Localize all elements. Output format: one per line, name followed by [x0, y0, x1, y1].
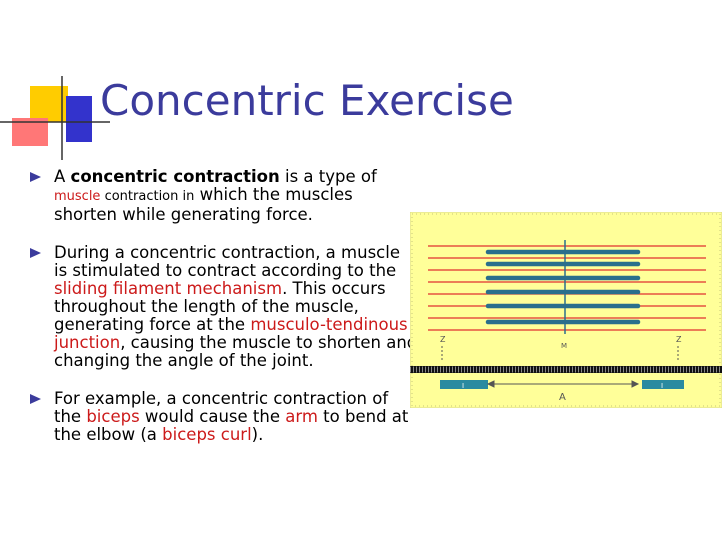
sarcomere-diagram: M Z Z I I A [410, 212, 722, 408]
z-line-right: Z [676, 335, 682, 362]
bullet-2-text-mid: . This occurs throughout the length of t… [54, 279, 386, 334]
bullet-arrow-icon [30, 172, 41, 182]
label-i-right: I [661, 382, 663, 390]
bullet-2-text-post: , causing the muscle to shorten and chan… [54, 333, 418, 370]
slide-title: Concentric Exercise [100, 76, 514, 125]
thick-filaments [485, 249, 641, 325]
svg-text:Z: Z [676, 335, 682, 344]
bullet-arrow-icon [30, 248, 41, 258]
muscle-link[interactable]: muscle [54, 189, 101, 204]
biceps-curl-link[interactable]: biceps curl [162, 425, 252, 444]
bullet-item-1: A concentric contraction is a type of mu… [28, 168, 418, 224]
z-line-left: Z [440, 335, 446, 362]
bullet-3-text-mid2: to bend at the elbow (a [54, 407, 409, 444]
scale-ruler [410, 366, 722, 373]
svg-text:Z: Z [440, 335, 446, 344]
bullet-1-text-mid2: contraction in [100, 189, 195, 204]
slide-logo-decoration [0, 76, 110, 160]
bullet-3-text-pre: For example, a concentric contraction of… [54, 389, 389, 426]
bullet-2-text-pre: During a concentric contraction, a muscl… [54, 243, 400, 280]
i-band-right [642, 380, 684, 389]
bullet-list: A concentric contraction is a type of mu… [28, 168, 418, 464]
label-i-left: I [462, 382, 464, 390]
bullet-arrow-icon [30, 394, 41, 404]
label-m: M [561, 342, 567, 350]
bullet-3-text-post: ). [251, 425, 264, 444]
diagram-dotted-border [411, 213, 721, 407]
diagram-background [410, 212, 722, 408]
biceps-link[interactable]: biceps [86, 407, 140, 426]
bullet-1-bold-term: concentric contraction [70, 167, 280, 186]
i-band-left [440, 380, 488, 389]
bullet-item-3: For example, a concentric contraction of… [28, 390, 418, 444]
logo-blue-square [66, 96, 92, 142]
a-band-arrow [486, 380, 640, 388]
bullet-1-text-pre: A [54, 167, 71, 186]
musculo-tendinous-link[interactable]: musculo-tendinous junction [54, 315, 408, 352]
bullet-item-2: During a concentric contraction, a muscl… [28, 244, 418, 370]
bullet-1-text-mid: is a type of [279, 167, 377, 186]
bullet-3-text-mid: would cause the [139, 407, 286, 426]
bullet-1-text-post: which the muscles shorten while generati… [54, 185, 353, 224]
arm-link[interactable]: arm [285, 407, 318, 426]
label-a: A [559, 392, 566, 403]
sliding-filament-link[interactable]: sliding filament mechanism [54, 279, 283, 298]
